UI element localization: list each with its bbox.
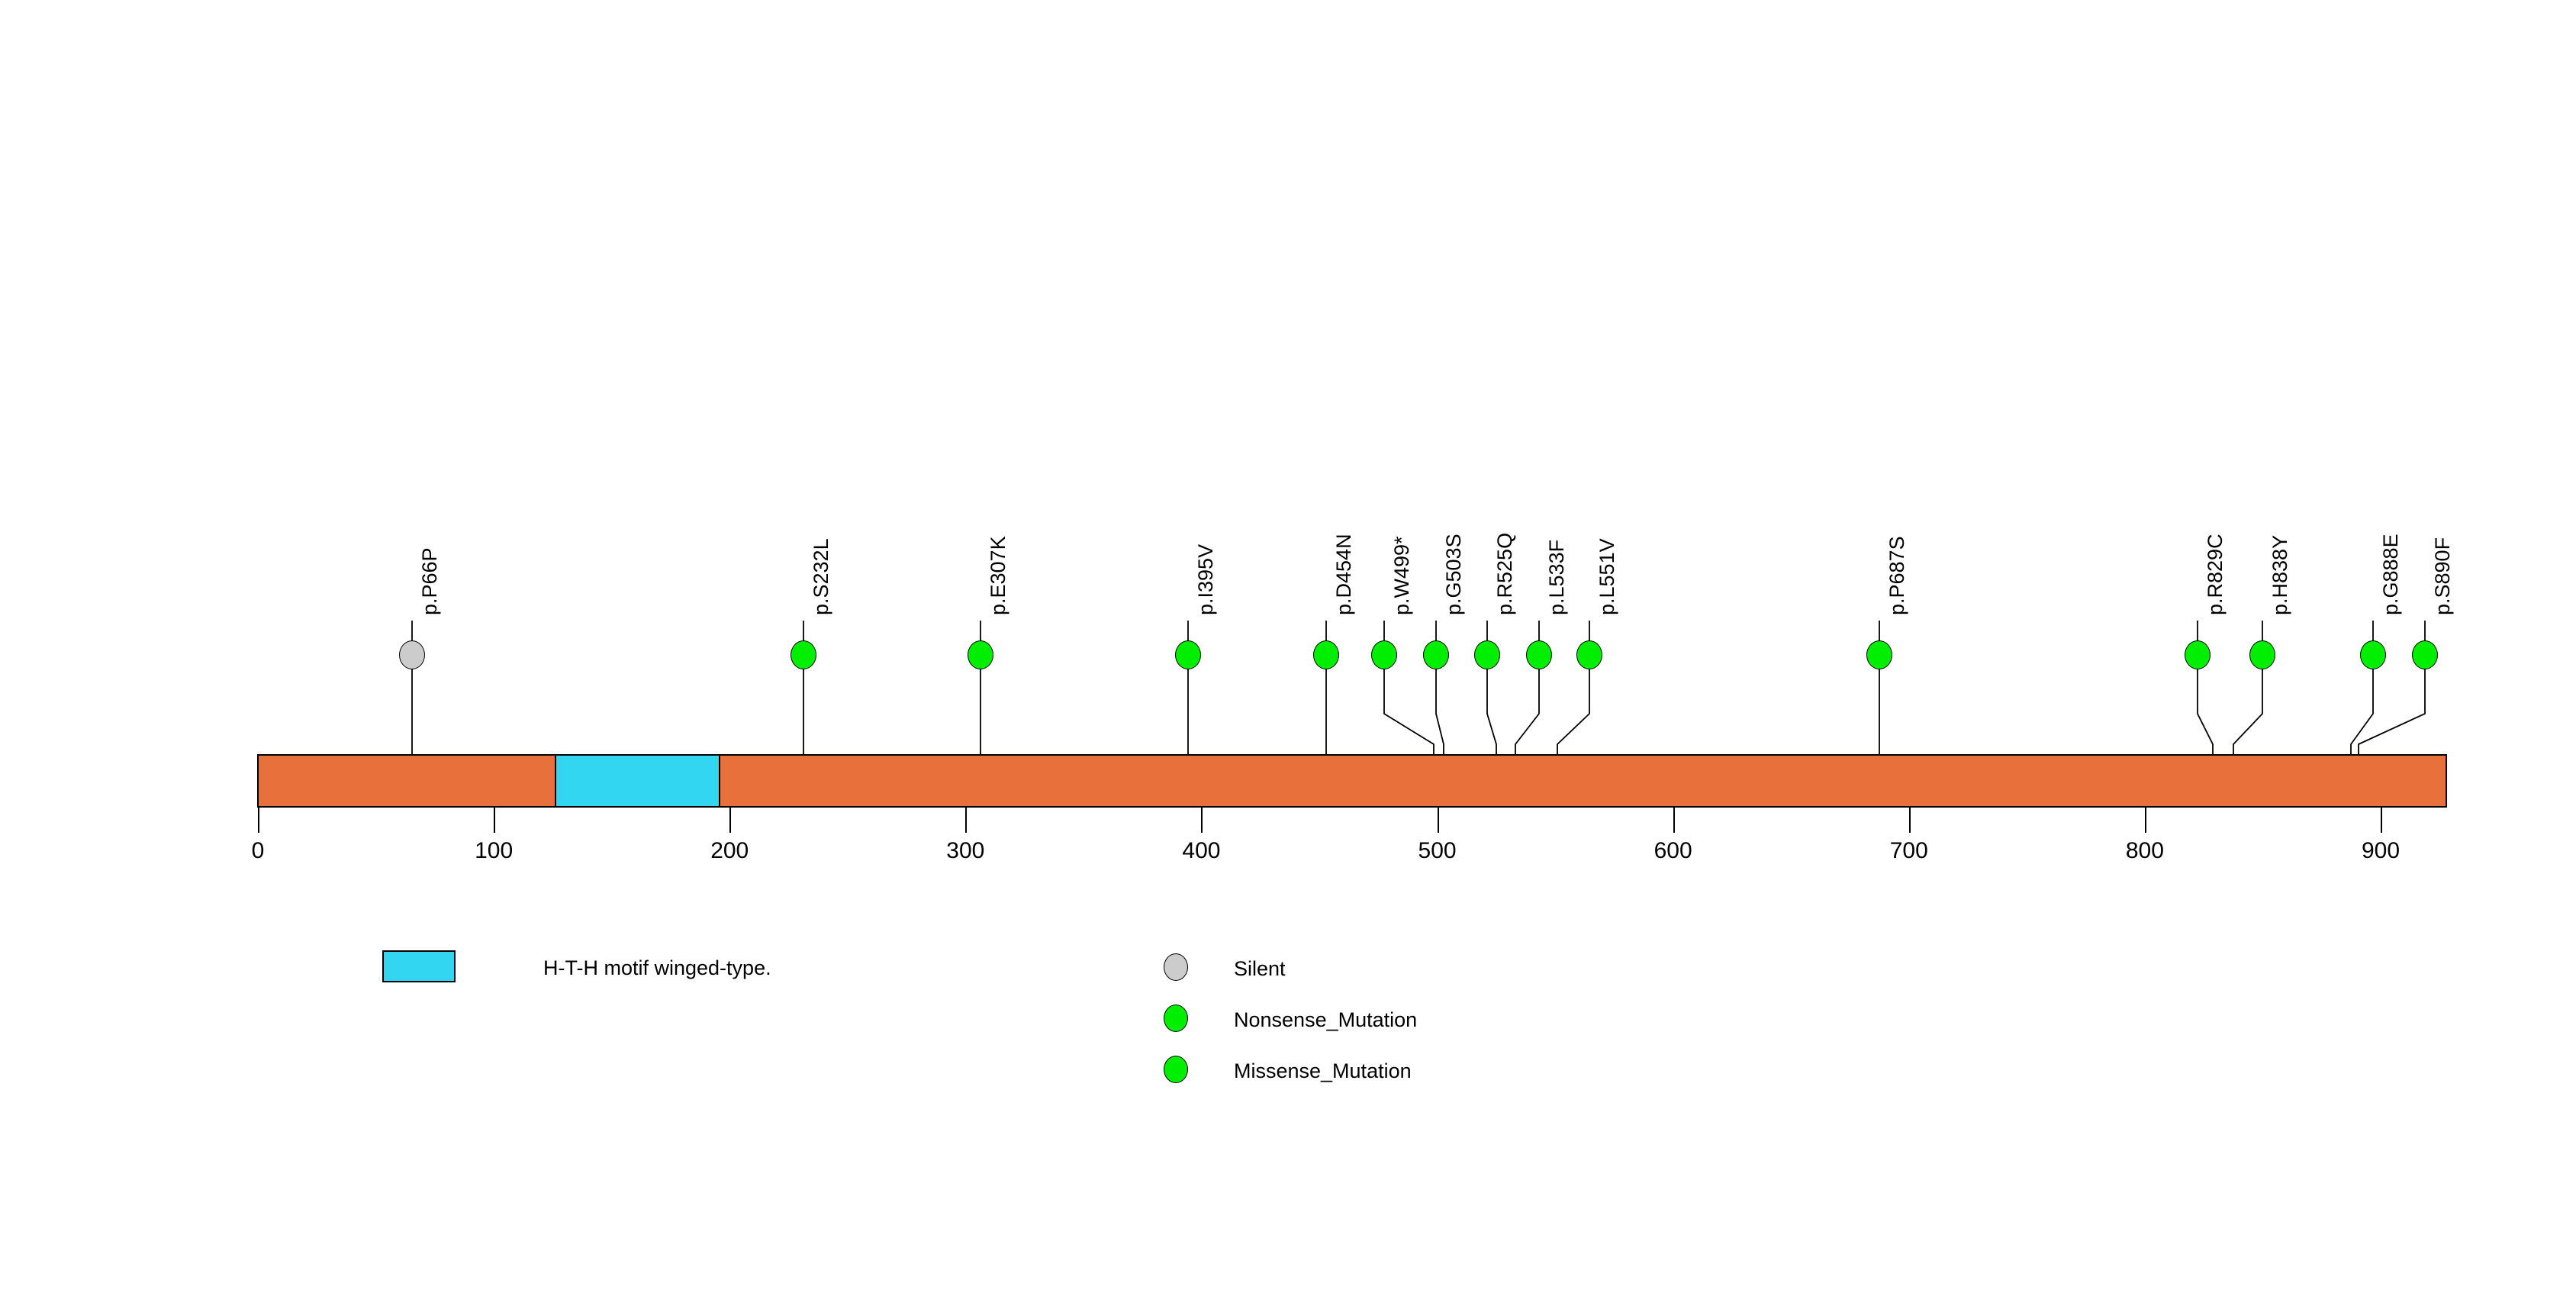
legend-mutation-label: Missense_Mutation [1234,1059,1412,1082]
legend-domain-label: H-T-H motif winged-type. [543,956,771,979]
mutation-label: p.G888E [2379,534,2402,615]
mutation-dot[interactable] [2249,640,2275,669]
mutation-label: p.H838Y [2268,534,2291,615]
mutation-label: p.P66P [418,547,441,615]
mutation-label: p.R525Q [1493,532,1516,615]
axis-tick [258,808,259,833]
axis-tick-label: 300 [946,838,985,863]
axis-tick-label: 900 [2361,838,2401,863]
mutation-dot[interactable] [1474,640,1500,669]
mutation-dot[interactable] [1866,640,1892,669]
axis-tick [729,808,732,833]
axis-tick [965,808,968,833]
mutation-dot[interactable] [1313,640,1339,669]
mutation-label: p.I395V [1194,543,1217,615]
mutation-dot[interactable] [2360,640,2386,669]
mutation-label: p.P687S [1885,536,1908,615]
mutation-label: p.L551V [1596,538,1618,615]
axis-tick-label: 400 [1182,838,1221,863]
mutation-dot[interactable] [1371,640,1397,669]
mutation-dot[interactable] [968,640,993,669]
mutation-dot[interactable] [2412,640,2438,669]
mutation-label: p.E307K [987,536,1009,615]
axis-tick [494,808,496,833]
axis-tick [2380,808,2382,833]
mutation-dot[interactable] [791,640,816,669]
axis-tick-label: 200 [710,838,749,863]
legend-mutation-dot [1164,953,1188,981]
mutation-label: p.L533F [1545,539,1568,615]
axis-tick-label: 700 [1889,838,1928,863]
mutation-label: p.S232L [810,538,832,615]
axis-tick-label: 500 [1418,838,1457,863]
legend-domain-swatch [382,950,456,982]
legend-mutation-label: Silent [1234,957,1286,980]
legend-mutation-dot [1164,1056,1188,1083]
mutation-dot[interactable] [1526,640,1552,669]
axis-tick-label: 100 [475,838,514,863]
mutation-dot[interactable] [1576,640,1602,669]
mutation-dot[interactable] [1175,640,1201,669]
mutation-dot[interactable] [1423,640,1449,669]
protein-domain-block [555,754,720,808]
mutation-label: p.W499* [1390,536,1413,615]
axis-tick [1437,808,1439,833]
axis-tick [1201,808,1203,833]
mutation-label: p.G503S [1442,534,1465,615]
legend-mutation-dot [1164,1005,1188,1032]
legend-mutation-label: Nonsense_Mutation [1234,1008,1418,1031]
axis-tick-label: 800 [2125,838,2164,863]
mutation-label: p.R829C [2204,534,2227,615]
axis-tick [2144,808,2146,833]
mutation-dot[interactable] [399,640,425,669]
axis-tick [1673,808,1675,833]
mutation-dot[interactable] [2185,640,2211,669]
mutation-label: p.S890F [2431,537,2454,615]
axis-tick-label: 0 [251,838,265,863]
axis-tick-label: 600 [1653,838,1692,863]
mutation-label: p.D454N [1332,534,1355,615]
axis-tick [1908,808,1911,833]
